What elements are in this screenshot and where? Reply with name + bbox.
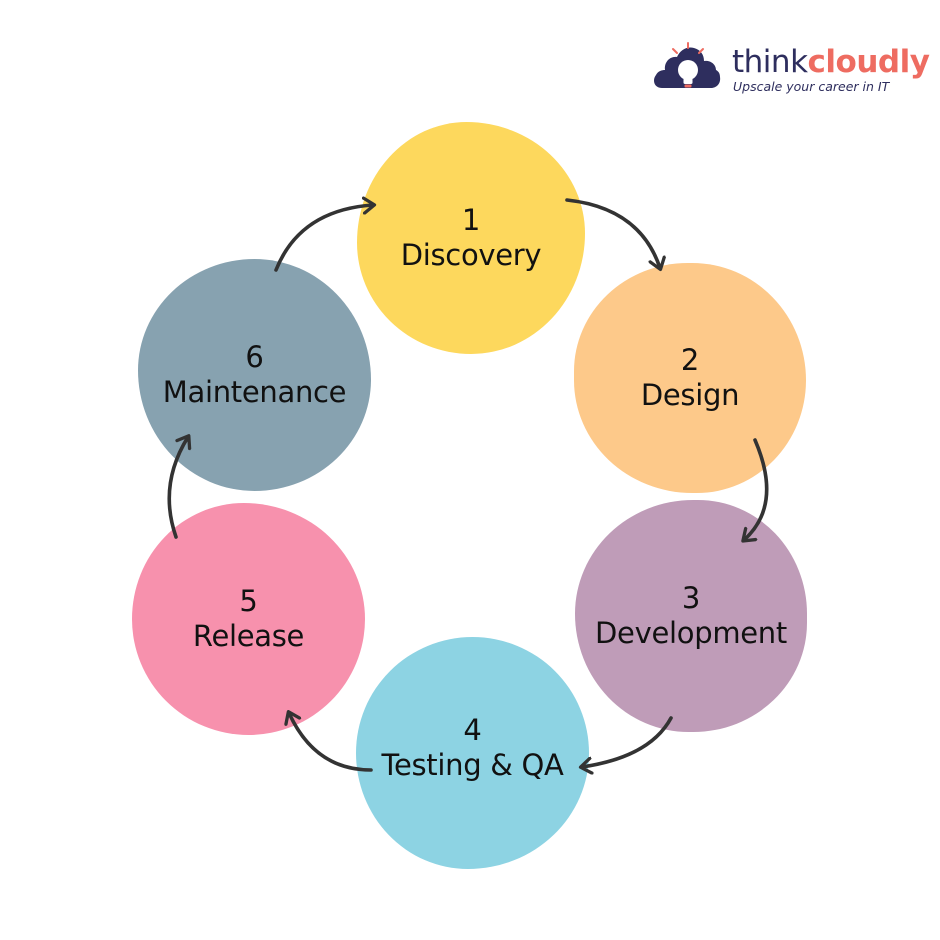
stage-number: 5	[239, 584, 258, 618]
stage-number: 1	[461, 203, 481, 237]
brand-wordmark: thinkcloudly	[732, 44, 930, 80]
cloud-lightbulb-icon	[654, 42, 721, 88]
stage-number: 6	[245, 340, 264, 374]
stage-label: Release	[192, 619, 305, 653]
stage-number: 2	[680, 343, 700, 377]
stage-number: 3	[681, 581, 701, 615]
stage-testing-qa: 4 Testing & QA	[356, 637, 589, 869]
stage-label: Discovery	[400, 238, 542, 272]
stage-maintenance: 6 Maintenance	[138, 259, 371, 491]
brand-name-think: think	[732, 44, 808, 80]
stage-label: Maintenance	[162, 375, 347, 409]
stage-label: Testing & QA	[381, 748, 564, 782]
brand-name-cloudly: cloudly	[807, 44, 930, 80]
brand-logo: thinkcloudly Upscale your career in IT	[652, 40, 930, 100]
stage-number: 4	[463, 713, 482, 747]
stage-discovery: 1 Discovery	[357, 122, 585, 354]
stage-design: 2 Design	[574, 263, 806, 493]
stage-development: 3 Development	[575, 500, 807, 732]
stage-release: 5 Release	[132, 503, 365, 735]
stage-label: Design	[640, 378, 740, 412]
stage-label: Development	[595, 616, 787, 650]
brand-tagline: Upscale your career in IT	[733, 79, 890, 94]
